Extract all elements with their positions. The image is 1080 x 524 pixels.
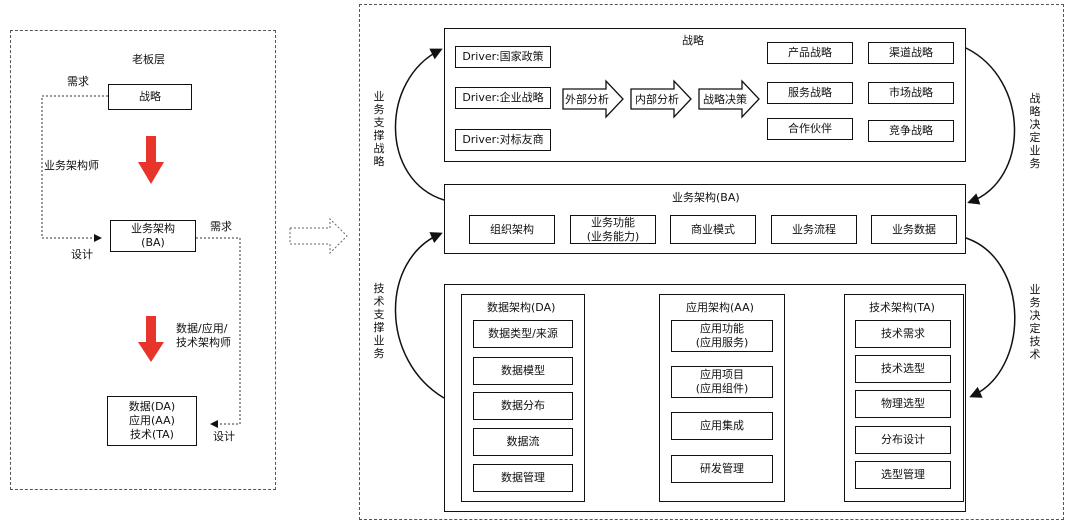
output-competition: 竞争战略 [868, 120, 954, 142]
curve-strategy-decides-biz [965, 47, 1016, 205]
driver-3: Driver:对标友商 [455, 129, 551, 151]
flow-external: 外部分析 [562, 79, 624, 119]
need-label-top: 需求 [67, 75, 89, 88]
aa-item-rd: 研发管理 [671, 455, 773, 483]
flow-decision-label: 战略决策 [703, 93, 747, 106]
output-market: 市场战略 [868, 82, 954, 104]
da-item-flow: 数据流 [473, 428, 573, 456]
output-service: 服务战略 [767, 82, 853, 104]
transition-arrow [289, 217, 348, 255]
need-label-right: 需求 [210, 220, 232, 233]
label-biz-decides-tech: 业务决定技术 [1029, 283, 1041, 361]
ba-title: 业务架构(BA) [672, 191, 740, 204]
ba-item-model: 商业模式 [670, 215, 756, 244]
right-panel-frame [359, 4, 1064, 520]
label-biz-support-strategy: 业务支撑战略 [373, 90, 385, 168]
left-panel-frame [10, 30, 276, 490]
ta-item-distribution: 分布设计 [855, 426, 951, 454]
tech-architect-label: 数据/应用/ 技术架构师 [176, 322, 231, 349]
need-dotted-line [41, 95, 108, 242]
design-label-left: 设计 [71, 248, 93, 261]
left-title: 老板层 [132, 53, 165, 66]
design-label-bottom: 设计 [213, 430, 235, 443]
output-partner: 合作伙伴 [767, 118, 853, 140]
bottom-box: 数据(DA) 应用(AA) 技术(TA) [107, 396, 197, 446]
aa-title: 应用架构(AA) [686, 301, 754, 314]
flow-internal: 内部分析 [630, 79, 692, 119]
red-down-arrow-1 [138, 136, 164, 184]
da-item-management: 数据管理 [473, 464, 573, 492]
da-item-distribution: 数据分布 [473, 392, 573, 420]
curve-biz-decides-tech [965, 237, 1016, 398]
ta-title: 技术架构(TA) [869, 301, 935, 314]
driver-2: Driver:企业战略 [455, 87, 551, 109]
architect-label: 业务架构师 [44, 159, 99, 172]
driver-1: Driver:国家政策 [455, 46, 551, 68]
ta-item-physical: 物理选型 [855, 390, 951, 418]
ba-item-org: 组织架构 [469, 215, 555, 244]
ba-item-function: 业务功能 (业务能力) [570, 215, 656, 244]
flow-internal-label: 内部分析 [635, 93, 679, 106]
output-product: 产品战略 [767, 42, 853, 64]
da-title: 数据架构(DA) [487, 301, 556, 314]
strategy-title: 战略 [682, 34, 704, 47]
ta-item-management: 选型管理 [855, 461, 951, 489]
label-strategy-decides-biz: 战略决定业务 [1029, 92, 1041, 170]
aa-item-function: 应用功能 (应用服务) [671, 320, 773, 352]
da-item-model: 数据模型 [473, 357, 573, 385]
da-item-type: 数据类型/来源 [473, 320, 573, 348]
aa-item-project: 应用项目 (应用组件) [671, 366, 773, 398]
curve-biz-support-strategy [394, 48, 445, 201]
ba-box: 业务架构 (BA) [110, 220, 196, 252]
flow-decision: 战略决策 [698, 79, 760, 119]
ba-item-data: 业务数据 [871, 215, 957, 244]
aa-item-integration: 应用集成 [671, 412, 773, 440]
label-tech-support-biz: 技术支撑业务 [373, 282, 385, 360]
curve-tech-support-biz [394, 232, 445, 399]
design-dotted-line [196, 237, 241, 428]
ta-item-need: 技术需求 [855, 320, 951, 348]
ba-item-process: 业务流程 [771, 215, 857, 244]
ta-item-selection: 技术选型 [855, 355, 951, 383]
strategy-box: 战略 [108, 84, 192, 110]
flow-external-label: 外部分析 [565, 93, 609, 106]
output-channel: 渠道战略 [868, 42, 954, 64]
red-down-arrow-2 [138, 316, 164, 362]
